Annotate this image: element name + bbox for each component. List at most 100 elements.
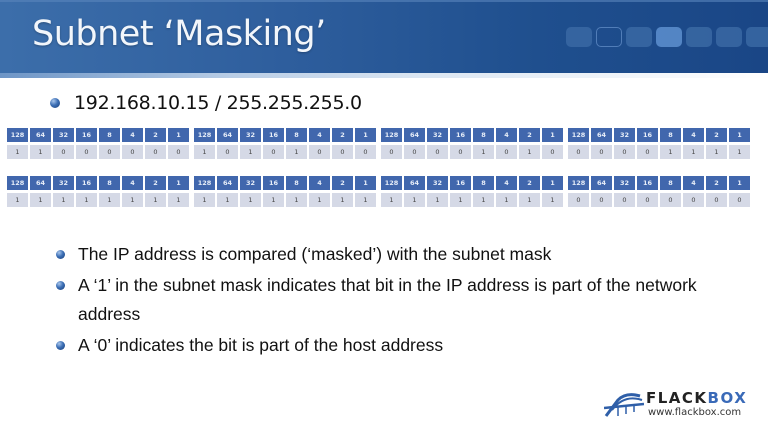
bit-value-cell: 1	[473, 193, 494, 207]
bit-weight-cell: 8	[473, 128, 494, 142]
slide-header: Subnet ‘Masking’	[0, 0, 768, 75]
bit-value-cell: 1	[381, 193, 402, 207]
bit-weight-cell: 8	[286, 128, 307, 142]
bit-value-cell: 1	[53, 193, 74, 207]
bit-value-cell: 1	[145, 193, 166, 207]
bit-weight-cell: 64	[404, 128, 425, 142]
bit-weight-cell: 32	[53, 176, 74, 190]
bit-value-cell: 0	[381, 145, 402, 159]
bit-weight-cell: 1	[542, 128, 563, 142]
bit-value-cell: 1	[7, 193, 28, 207]
bit-value-cell: 0	[637, 193, 658, 207]
bit-value-cell: 1	[309, 193, 330, 207]
bit-weight-cell: 128	[568, 128, 589, 142]
bit-weight-cell: 16	[263, 128, 284, 142]
bit-value-cell: 1	[519, 193, 540, 207]
bit-value-cell: 0	[729, 193, 750, 207]
bit-weight-cell: 64	[404, 176, 425, 190]
ip-mask-line: 192.168.10.15 / 255.255.255.0	[50, 91, 362, 115]
bit-value-cell: 0	[568, 145, 589, 159]
bit-weight-cell: 4	[122, 176, 143, 190]
bit-value-cell: 0	[450, 145, 471, 159]
bit-value-cell: 0	[309, 145, 330, 159]
bullet-text: A ‘0’ indicates the bit is part of the h…	[78, 335, 444, 355]
bit-value-cell: 1	[263, 193, 284, 207]
bit-weight-cell: 16	[637, 128, 658, 142]
bit-value-cell: 0	[53, 145, 74, 159]
bit-weight-cell: 64	[30, 128, 51, 142]
bit-weight-cell: 2	[332, 176, 353, 190]
bit-weight-cell: 128	[568, 176, 589, 190]
bit-value-cell: 1	[168, 193, 189, 207]
bit-value-cell: 0	[496, 145, 517, 159]
bit-weight-cell: 1	[542, 176, 563, 190]
bit-weight-cell: 2	[519, 176, 540, 190]
bullet-item: A ‘0’ indicates the bit is part of the h…	[56, 331, 736, 360]
bit-weight-cell: 1	[729, 128, 750, 142]
tile	[626, 27, 652, 47]
bit-weight-cell: 2	[145, 128, 166, 142]
ip-mask-text: 192.168.10.15 / 255.255.255.0	[74, 92, 362, 114]
bit-value-cell: 1	[683, 145, 704, 159]
bit-value-cell: 0	[355, 145, 376, 159]
bit-weight-cell: 2	[519, 128, 540, 142]
bit-weight-cell: 16	[76, 128, 97, 142]
bit-weight-cell: 1	[168, 176, 189, 190]
bit-value-cell: 0	[683, 193, 704, 207]
bit-value-cell: 1	[286, 193, 307, 207]
logo-brand-main: FLACK	[646, 389, 708, 407]
bullet-icon	[50, 98, 60, 108]
bit-value-cell: 1	[122, 193, 143, 207]
bit-value-cell: 1	[706, 145, 727, 159]
bit-value-cell: 0	[145, 145, 166, 159]
bit-weight-cell: 1	[355, 128, 376, 142]
tile	[716, 27, 742, 47]
tile	[746, 27, 768, 47]
bit-weight-cell: 32	[614, 176, 635, 190]
bit-value-cell: 1	[473, 145, 494, 159]
bit-weight-cell: 64	[30, 176, 51, 190]
bit-value-cell: 0	[591, 193, 612, 207]
bit-value-cell: 0	[542, 145, 563, 159]
bit-weight-cell: 32	[427, 128, 448, 142]
bit-weight-cell: 128	[194, 176, 215, 190]
bit-weight-cell: 8	[99, 176, 120, 190]
bit-value-cell: 0	[217, 145, 238, 159]
bit-value-cell: 1	[660, 145, 681, 159]
bridge-logo-icon	[604, 393, 644, 417]
bit-value-cell: 0	[660, 193, 681, 207]
bit-value-cell: 1	[450, 193, 471, 207]
bit-weight-cell: 2	[145, 176, 166, 190]
bit-weight-cell: 64	[591, 128, 612, 142]
bit-value-cell: 1	[240, 193, 261, 207]
bit-value-cell: 1	[404, 193, 425, 207]
bit-weight-cell: 128	[7, 176, 28, 190]
slide-title: Subnet ‘Masking’	[32, 14, 326, 54]
bit-value-cell: 1	[194, 145, 215, 159]
bit-weight-cell: 4	[122, 128, 143, 142]
bit-weight-cell: 64	[217, 176, 238, 190]
bit-weight-cell: 16	[76, 176, 97, 190]
bit-weight-cell: 4	[683, 176, 704, 190]
bit-value-cell: 0	[332, 145, 353, 159]
bit-weight-cell: 8	[660, 176, 681, 190]
bit-weight-cell: 16	[637, 176, 658, 190]
bit-weight-cell: 128	[381, 176, 402, 190]
bit-value-cell: 1	[30, 145, 51, 159]
bullet-list: The IP address is compared (‘masked’) wi…	[56, 240, 736, 362]
bit-weight-cell: 16	[450, 128, 471, 142]
bit-value-cell: 1	[76, 193, 97, 207]
flackbox-logo: FLACKBOX www.flackbox.com	[604, 388, 754, 422]
